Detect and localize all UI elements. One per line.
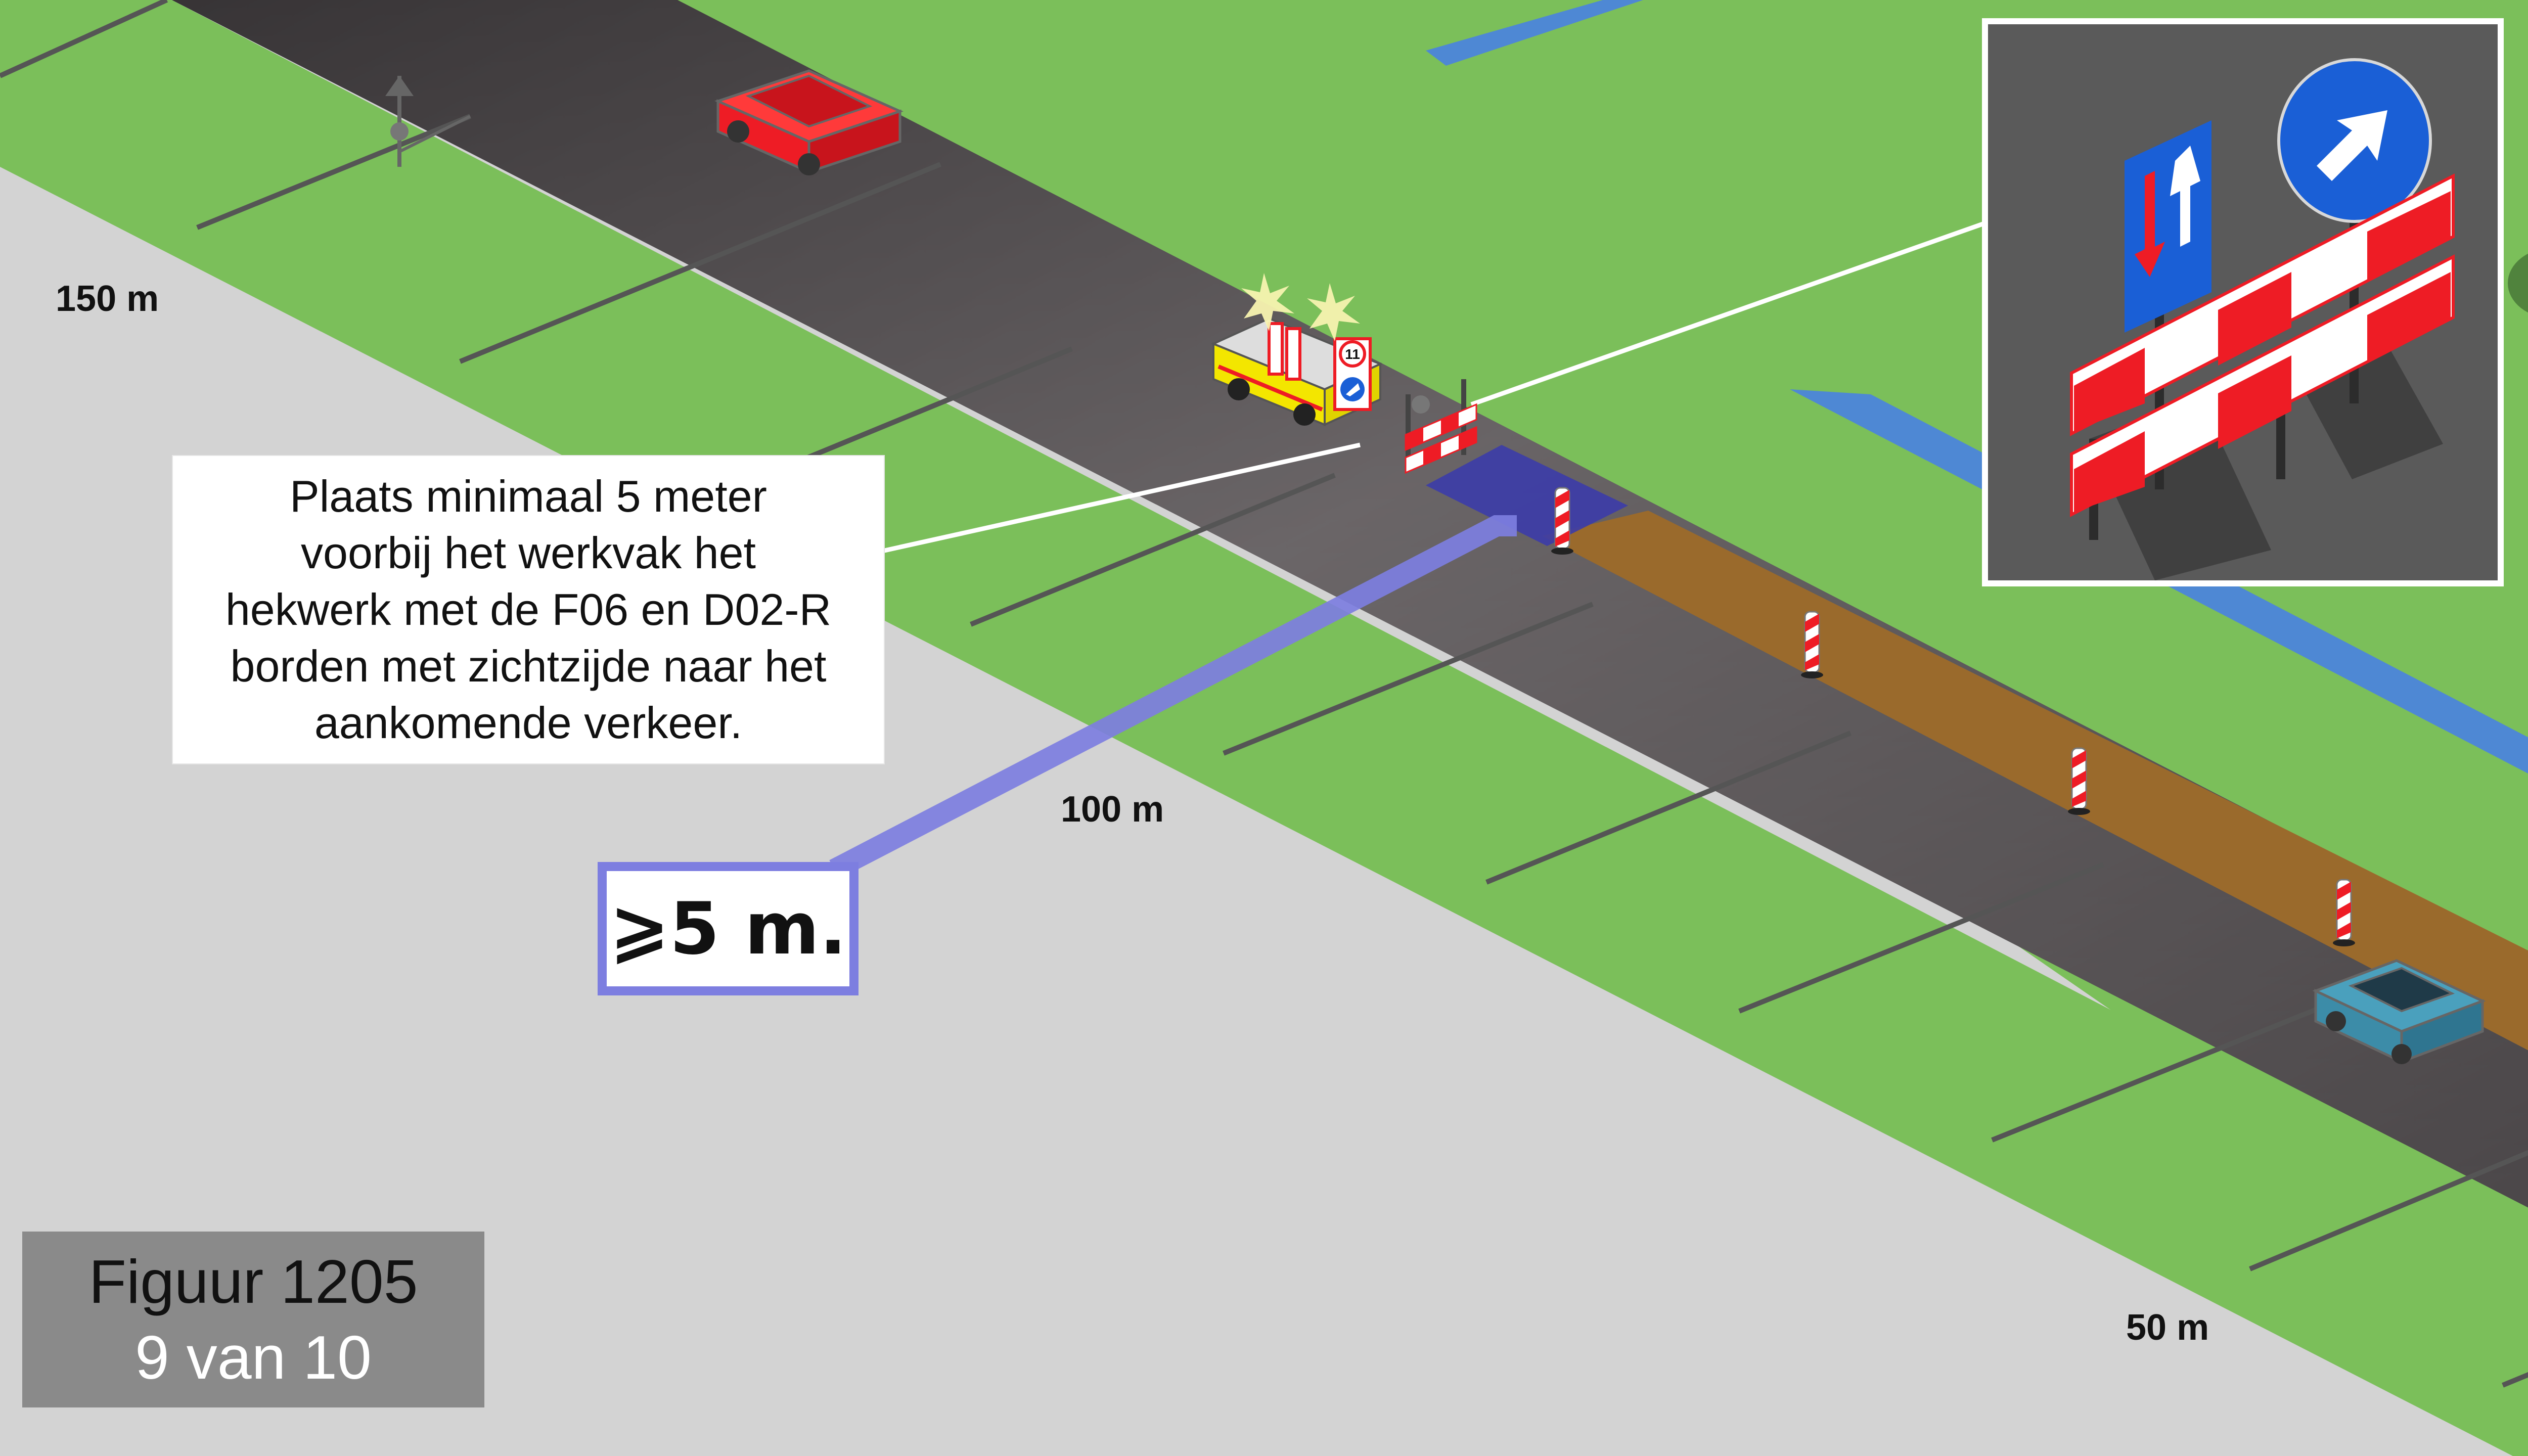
sign-detail-drawing [1988,24,2498,580]
vehicle-sign-number: 11 [1345,346,1360,362]
minimum-distance-label: ⩾5 m. [609,887,846,971]
figure-page-indicator: 9 van 10 [135,1320,372,1395]
instruction-callout: Plaats minimaal 5 meter voorbij het werk… [172,455,885,764]
distance-label-50m: 50 m [2126,1307,2209,1348]
figure-label-box: Figuur 1205 9 van 10 [22,1232,484,1407]
figure-title: Figuur 1205 [88,1244,418,1320]
sign-detail-inset [1982,18,2504,586]
minimum-distance-box: ⩾5 m. [598,862,859,995]
instruction-text: Plaats minimaal 5 meter voorbij het werk… [205,468,851,751]
distance-label-100m: 100 m [1061,789,1164,830]
d02r-keep-right-sign-icon [2279,60,2430,221]
distance-label-150m: 150 m [56,279,159,319]
